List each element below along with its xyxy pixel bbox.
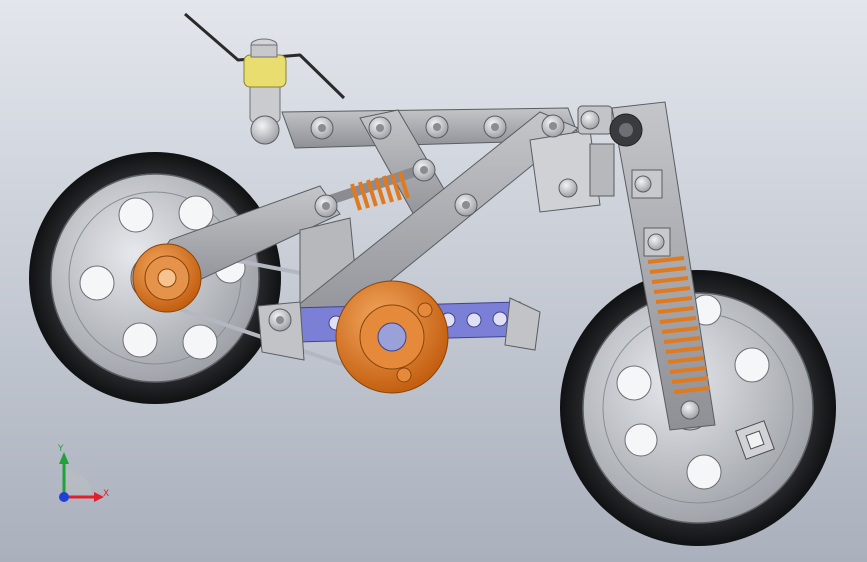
bolt[interactable]	[483, 115, 507, 139]
bolt[interactable]	[314, 194, 338, 218]
bolt[interactable]	[647, 233, 665, 251]
front-spring[interactable]	[647, 256, 711, 394]
crank-pulley[interactable]	[335, 280, 449, 394]
axis-triad: Y X	[57, 444, 109, 502]
bolt[interactable]	[412, 158, 436, 182]
y-axis-label: Y	[57, 444, 64, 454]
z-axis-dot	[59, 492, 69, 502]
bolt[interactable]	[558, 178, 578, 198]
bolt[interactable]	[268, 308, 292, 332]
bolt[interactable]	[580, 110, 600, 130]
rear-spring[interactable]	[328, 165, 422, 211]
rear-pulley[interactable]	[132, 243, 202, 313]
bolt[interactable]	[310, 116, 334, 140]
x-axis-label: X	[103, 489, 109, 499]
bolt[interactable]	[634, 175, 652, 193]
handlebar-clamp[interactable]	[243, 38, 287, 123]
bolt[interactable]	[368, 116, 392, 140]
front-wheel[interactable]	[560, 270, 836, 546]
bolt[interactable]	[454, 193, 478, 217]
bolts	[268, 110, 700, 420]
bolt[interactable]	[680, 400, 700, 420]
bolt[interactable]	[541, 114, 565, 138]
bolt[interactable]	[425, 115, 449, 139]
